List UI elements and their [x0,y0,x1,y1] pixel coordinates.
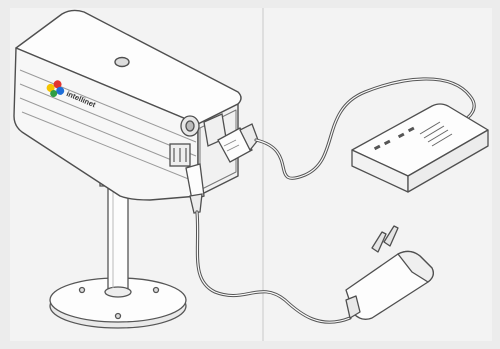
base-screw-1 [80,288,85,293]
base-screw-3 [116,314,121,319]
top-mount-hole [115,58,129,67]
base-screw-2 [154,288,159,293]
round-port-inner [186,121,194,131]
stand-pole-foot [105,287,131,297]
